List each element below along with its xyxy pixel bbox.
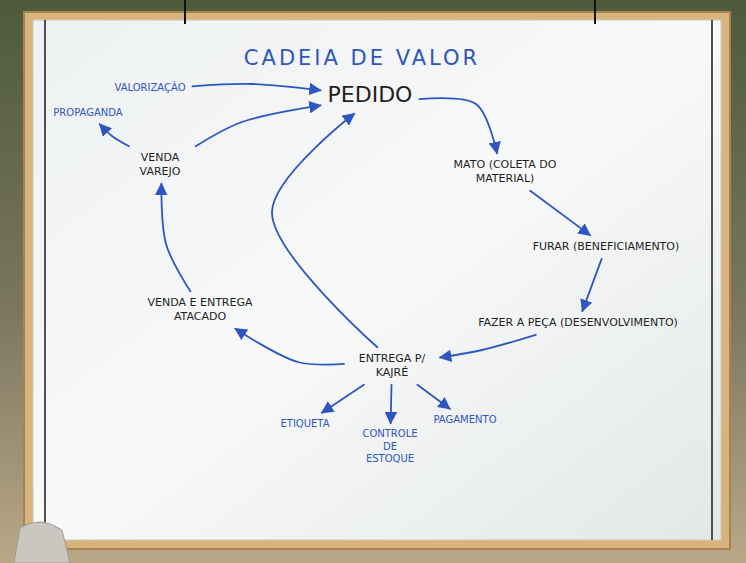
task-label: PAGAMENTO xyxy=(429,412,500,429)
flow-arrow xyxy=(193,84,321,90)
flow-arrow xyxy=(440,335,536,358)
hanging-cord xyxy=(184,0,186,24)
step-label: MATO (COLETA DO MATERIAL) xyxy=(439,156,572,188)
board-surface xyxy=(33,20,721,540)
node-text: VENDA E ENTREGA ATACADO xyxy=(130,296,270,324)
hanging-cord xyxy=(594,0,596,24)
note-label: PROPAGANDA xyxy=(49,105,126,122)
cloth xyxy=(14,522,70,563)
side-cord xyxy=(711,20,713,540)
node-text: FURAR (BENEFICIAMENTO) xyxy=(533,240,680,254)
flow-arrow xyxy=(322,385,364,413)
side-cord xyxy=(44,20,46,540)
node-text: PAGAMENTO xyxy=(433,414,496,427)
step-label: FURAR (BENEFICIAMENTO) xyxy=(529,238,684,256)
node-text: VENDA VAREJO xyxy=(129,151,191,179)
node-text: ETIQUETA xyxy=(280,418,329,431)
flow-arrow xyxy=(235,329,344,365)
wood-frame xyxy=(24,12,730,549)
flow-arrow xyxy=(530,191,590,235)
node-text: PEDIDO xyxy=(328,81,413,109)
hub-label: ENTREGA P/ KAJRÉ xyxy=(347,350,437,382)
flow-arrow xyxy=(100,124,129,146)
flow-arrow xyxy=(161,184,190,292)
order-label: PEDIDO xyxy=(324,79,417,111)
node-text: VALORIZAÇÃO xyxy=(114,82,185,95)
flow-arrow xyxy=(272,114,377,348)
note-label: VALORIZAÇÃO xyxy=(110,80,189,97)
node-text: MATO (COLETA DO MATERIAL) xyxy=(443,158,568,186)
sale-label: VENDA E ENTREGA ATACADO xyxy=(126,294,274,326)
node-text: ENTREGA P/ KAJRÉ xyxy=(351,352,433,380)
node-text: PROPAGANDA xyxy=(53,107,122,120)
flow-arrow xyxy=(390,385,393,424)
sale-label: VENDA VAREJO xyxy=(125,149,195,181)
flow-arrow xyxy=(582,259,601,311)
flow-arrow xyxy=(196,105,321,146)
step-label: FAZER A PEÇA (DESENVOLVIMENTO) xyxy=(474,314,682,332)
task-label: ETIQUETA xyxy=(276,416,333,433)
connectors xyxy=(100,84,602,423)
flow-arrow xyxy=(417,385,449,409)
node-text: CONTROLE DE ESTOQUE xyxy=(360,428,420,466)
flow-arrow xyxy=(419,98,497,153)
node-text: FAZER A PEÇA (DESENVOLVIMENTO) xyxy=(478,316,678,330)
board-title: CADEIA DE VALOR xyxy=(244,46,480,70)
task-label: CONTROLE DE ESTOQUE xyxy=(356,426,424,468)
